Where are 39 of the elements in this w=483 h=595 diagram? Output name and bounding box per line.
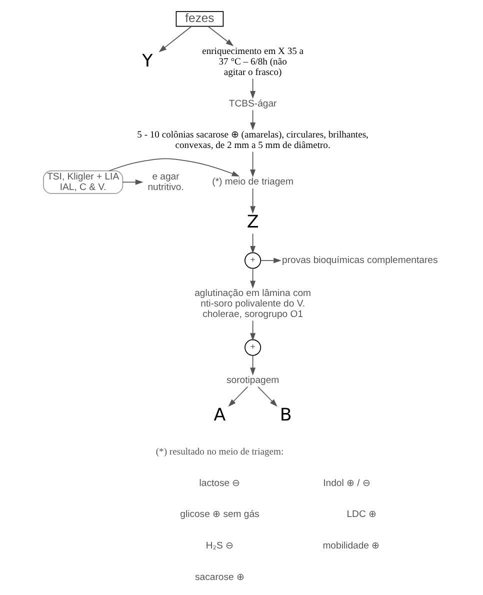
label: mobilidade ⊕ <box>322 540 380 552</box>
node-box: TSI, Kligler + LIA IAL, C & V. <box>43 170 124 194</box>
node-box: fezes <box>176 11 224 27</box>
arrow <box>250 110 256 130</box>
arrow <box>122 179 144 185</box>
arrow <box>250 233 256 254</box>
label: lactose ⊖ <box>199 478 240 489</box>
node-text: TCBS-ágar <box>228 98 277 110</box>
arrow <box>250 151 256 178</box>
node-text: (*) meio de triagem <box>212 176 294 188</box>
node-text: B <box>280 406 292 426</box>
arrow <box>250 188 256 214</box>
label: sacarose ⊕ <box>195 572 244 583</box>
arrow <box>250 320 256 342</box>
label: LDC ⊕ <box>346 509 377 520</box>
node-text: Z <box>246 212 259 232</box>
label: Indol ⊕ / ⊖ <box>323 478 371 489</box>
node-circle: + <box>244 252 262 269</box>
node-text: A <box>214 406 226 426</box>
arrow <box>158 26 192 52</box>
node-text: aglutinação em lâmina com nti-soro polivalente do V. cholerae, sorogrupo O1 <box>194 288 312 320</box>
arrow <box>250 355 256 376</box>
arrow <box>250 78 256 99</box>
label: glicose ⊕ sem gás <box>180 509 260 520</box>
node-text: e agar nutritivo. <box>148 171 184 193</box>
label: (*) resultado no meio de triagem: <box>156 446 284 458</box>
node-text: enriquecimento em X 35 a 37 °C – 6/8h (não agitar o frasco) <box>202 46 304 78</box>
arrow <box>250 268 256 289</box>
node-text: provas bioquímicas complementares <box>282 254 438 266</box>
label: H₂S ⊖ <box>206 540 234 552</box>
node-text: sorotipagem <box>226 375 280 386</box>
node-text: 5 - 10 colônias sacarose ⊕ (amarelas), circulares, brilhantes, convexas, de 2 mm a 5 mm de diâmetro. <box>137 130 368 152</box>
node-circle: + <box>244 339 262 356</box>
arrow <box>228 386 248 407</box>
node-text: Y <box>142 51 153 72</box>
arrow <box>208 26 234 46</box>
arrow <box>260 258 282 264</box>
arrow <box>258 386 278 407</box>
arrow <box>108 158 240 176</box>
